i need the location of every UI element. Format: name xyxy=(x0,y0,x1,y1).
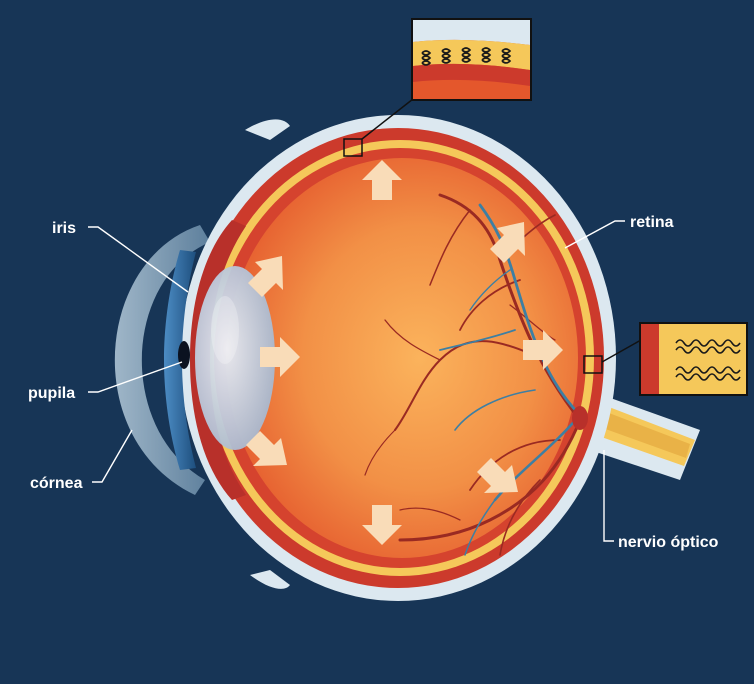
leader-cornea xyxy=(92,429,133,483)
label-retina: retina xyxy=(630,214,674,231)
leader-lines xyxy=(88,220,625,542)
arrow-right-retina xyxy=(523,330,563,370)
label-pupila: pupila xyxy=(28,385,75,402)
leader-retina xyxy=(564,220,625,249)
lens xyxy=(195,266,275,450)
pressure-arrows xyxy=(246,160,563,545)
zoom-marker-right xyxy=(583,355,603,374)
leader-iris xyxy=(88,226,189,293)
lens-highlight xyxy=(211,296,239,364)
leader-nervio-optico xyxy=(603,450,614,542)
label-nervio-optico: nervio óptico xyxy=(618,534,719,551)
inset-right-coils xyxy=(675,339,741,381)
arrow-lower-left xyxy=(246,431,287,466)
ciliary-body xyxy=(190,220,246,500)
optic-disc xyxy=(572,406,588,430)
zoom-marker-top xyxy=(343,138,363,157)
zoom-line-top xyxy=(361,98,414,140)
inset-right xyxy=(639,322,748,396)
arrow-down xyxy=(362,505,402,545)
pupil xyxy=(178,341,190,369)
arrow-lower-right xyxy=(477,458,518,493)
label-iris: iris xyxy=(52,220,76,237)
arrow-upper-left xyxy=(248,256,283,297)
arrow-upper-right xyxy=(490,222,525,263)
zoom-line-right xyxy=(601,339,642,363)
arrow-up xyxy=(362,160,402,200)
leader-pupila xyxy=(88,361,183,393)
arrow-right-center xyxy=(260,337,300,377)
vitreous-body xyxy=(226,158,578,558)
inset-top-coils xyxy=(421,47,512,66)
cornea xyxy=(114,225,210,495)
inset-top xyxy=(411,18,532,101)
label-cornea: córnea xyxy=(30,475,83,492)
